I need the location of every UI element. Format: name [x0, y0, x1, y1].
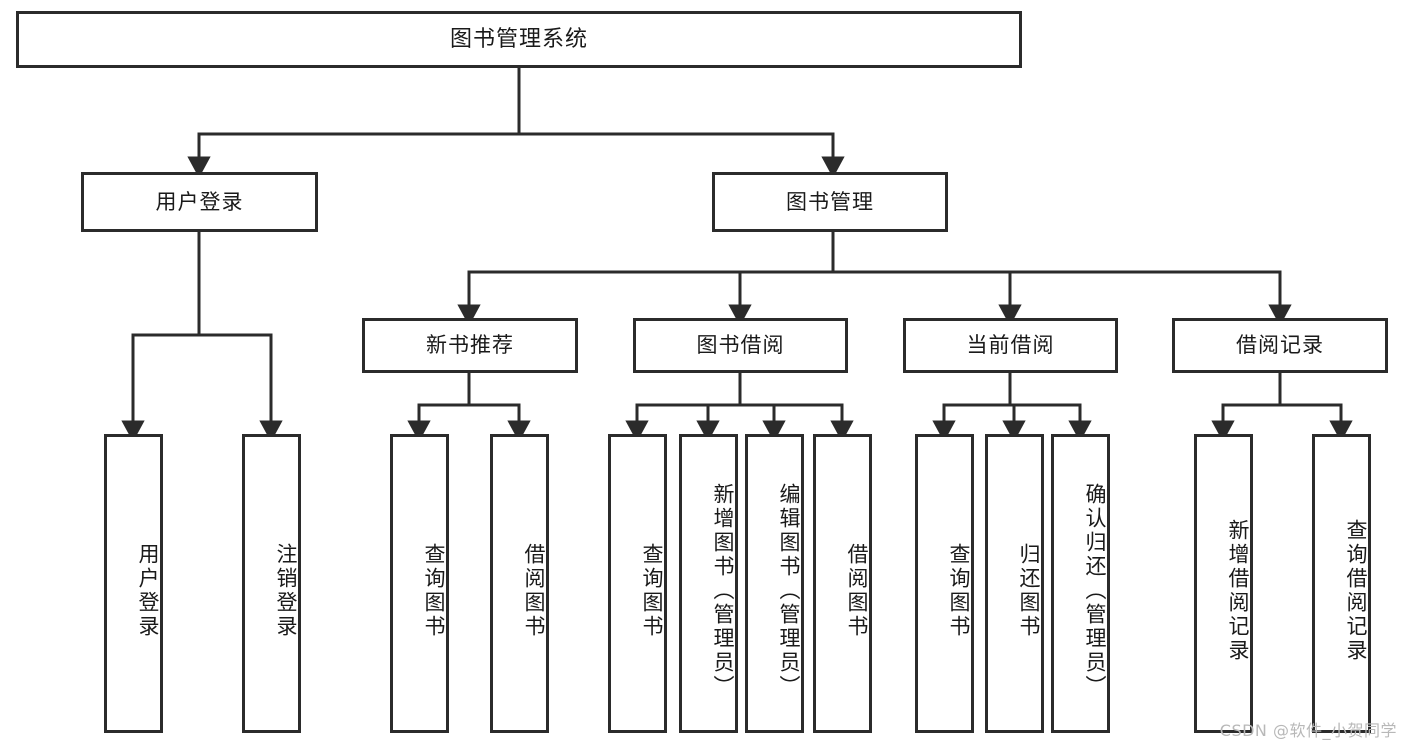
- node-user-login[interactable]: 用户登录: [81, 172, 318, 232]
- node-label: 查询借阅记录: [1344, 518, 1368, 663]
- node-leaf-confirm-return-admin[interactable]: 确认归还（管理员）: [1051, 434, 1110, 733]
- node-book-management[interactable]: 图书管理: [712, 172, 948, 232]
- node-leaf-edit-book-admin[interactable]: 编辑图书（管理员）: [745, 434, 804, 733]
- node-leaf-query-book-recommend[interactable]: 查询图书: [390, 434, 449, 733]
- watermark-text: CSDN @软件_小贺同学: [1219, 721, 1397, 740]
- node-label: 当前借阅: [966, 333, 1055, 358]
- node-leaf-return-book[interactable]: 归还图书: [985, 434, 1044, 733]
- node-leaf-user-login[interactable]: 用户登录: [104, 434, 163, 733]
- node-leaf-query-book-borrow[interactable]: 查询图书: [608, 434, 667, 733]
- node-label: 借阅图书: [522, 542, 546, 639]
- node-label: 归还图书: [1017, 542, 1041, 639]
- node-label: 注销登录: [274, 542, 298, 639]
- node-label: 图书管理系统: [449, 26, 588, 52]
- node-label: 借阅记录: [1236, 333, 1324, 358]
- node-borrow-record[interactable]: 借阅记录: [1172, 318, 1388, 373]
- node-label: 查询图书: [640, 542, 664, 639]
- node-label: 用户登录: [155, 189, 244, 214]
- node-root-book-management-system[interactable]: 图书管理系统: [16, 11, 1022, 68]
- node-label: 图书管理: [786, 189, 874, 214]
- node-label: 借阅图书: [845, 542, 869, 639]
- node-label: 编辑图书（管理员）: [777, 482, 801, 699]
- node-leaf-query-borrow-record[interactable]: 查询借阅记录: [1312, 434, 1371, 733]
- node-label: 确认归还（管理员）: [1083, 482, 1107, 699]
- node-leaf-borrow-book[interactable]: 借阅图书: [813, 434, 872, 733]
- node-current-borrow[interactable]: 当前借阅: [903, 318, 1118, 373]
- node-leaf-add-borrow-record[interactable]: 新增借阅记录: [1194, 434, 1253, 733]
- node-label: 用户登录: [136, 542, 160, 639]
- node-leaf-logout[interactable]: 注销登录: [242, 434, 301, 733]
- node-leaf-borrow-book-recommend[interactable]: 借阅图书: [490, 434, 549, 733]
- node-label: 新增图书（管理员）: [711, 482, 735, 699]
- node-label: 图书借阅: [696, 333, 785, 358]
- node-new-book-recommend[interactable]: 新书推荐: [362, 318, 578, 373]
- node-leaf-query-book-current[interactable]: 查询图书: [915, 434, 974, 733]
- node-book-borrow[interactable]: 图书借阅: [633, 318, 848, 373]
- node-label: 查询图书: [422, 542, 446, 639]
- node-leaf-add-book-admin[interactable]: 新增图书（管理员）: [679, 434, 738, 733]
- node-label: 新增借阅记录: [1226, 518, 1250, 663]
- node-label: 新书推荐: [426, 333, 514, 358]
- node-label: 查询图书: [947, 542, 971, 639]
